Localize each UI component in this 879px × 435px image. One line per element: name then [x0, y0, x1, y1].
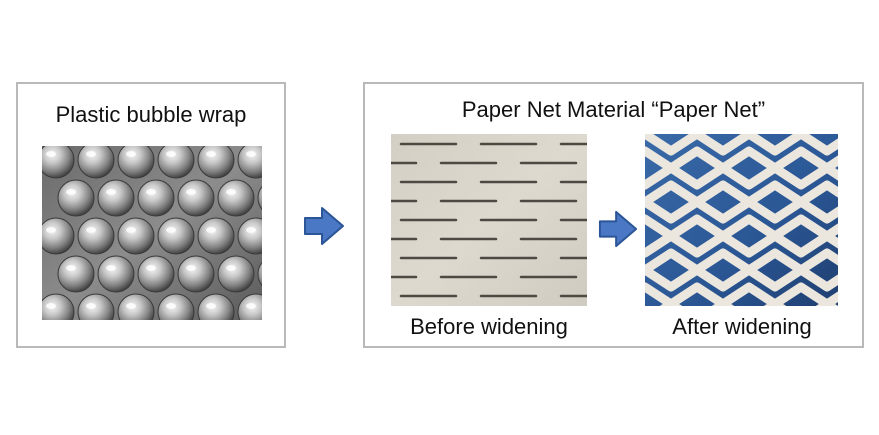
paper-net-title: Paper Net Material “Paper Net” [461, 97, 766, 122]
paper-before-photo [391, 134, 587, 306]
bubble-wrap-photo [42, 146, 262, 320]
bubble-wrap-title: Plastic bubble wrap [55, 102, 247, 127]
right-arrow-icon [598, 209, 638, 249]
paper-net-panel: Paper Net Material “Paper Net” [363, 82, 864, 348]
right-arrow-icon [303, 205, 345, 247]
paper-after-photo [645, 134, 838, 306]
bubble-wrap-panel: Plastic bubble wrap [16, 82, 286, 348]
after-widening-caption: After widening [672, 314, 812, 339]
before-widening-caption: Before widening [410, 314, 568, 339]
